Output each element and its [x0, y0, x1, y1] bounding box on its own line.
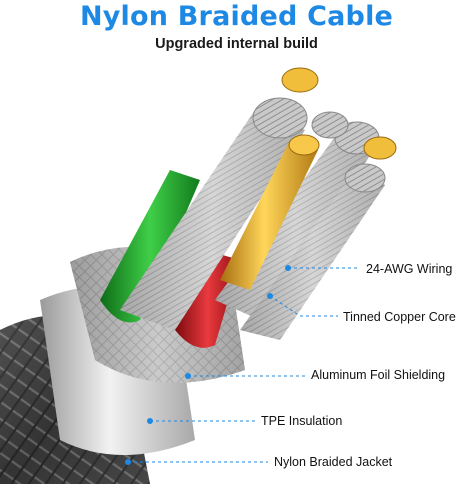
callout-leaders — [125, 265, 360, 465]
gold-contacts — [220, 67, 397, 290]
callout-tpe-insulation: TPE Insulation — [261, 414, 343, 428]
callout-tinned-copper-core: Tinned Copper Core — [343, 310, 456, 324]
callout-24-awg-wiring: 24-AWG Wiring — [366, 262, 453, 276]
page-subtitle: Upgraded internal build — [155, 36, 318, 52]
green-wire — [100, 170, 200, 323]
callout-aluminum-foil-shielding: Aluminum Foil Shielding — [311, 368, 446, 382]
callout-nylon-braided-jacket: Nylon Braided Jacket — [274, 455, 393, 469]
page-title: Nylon Braided Cable — [79, 1, 394, 32]
